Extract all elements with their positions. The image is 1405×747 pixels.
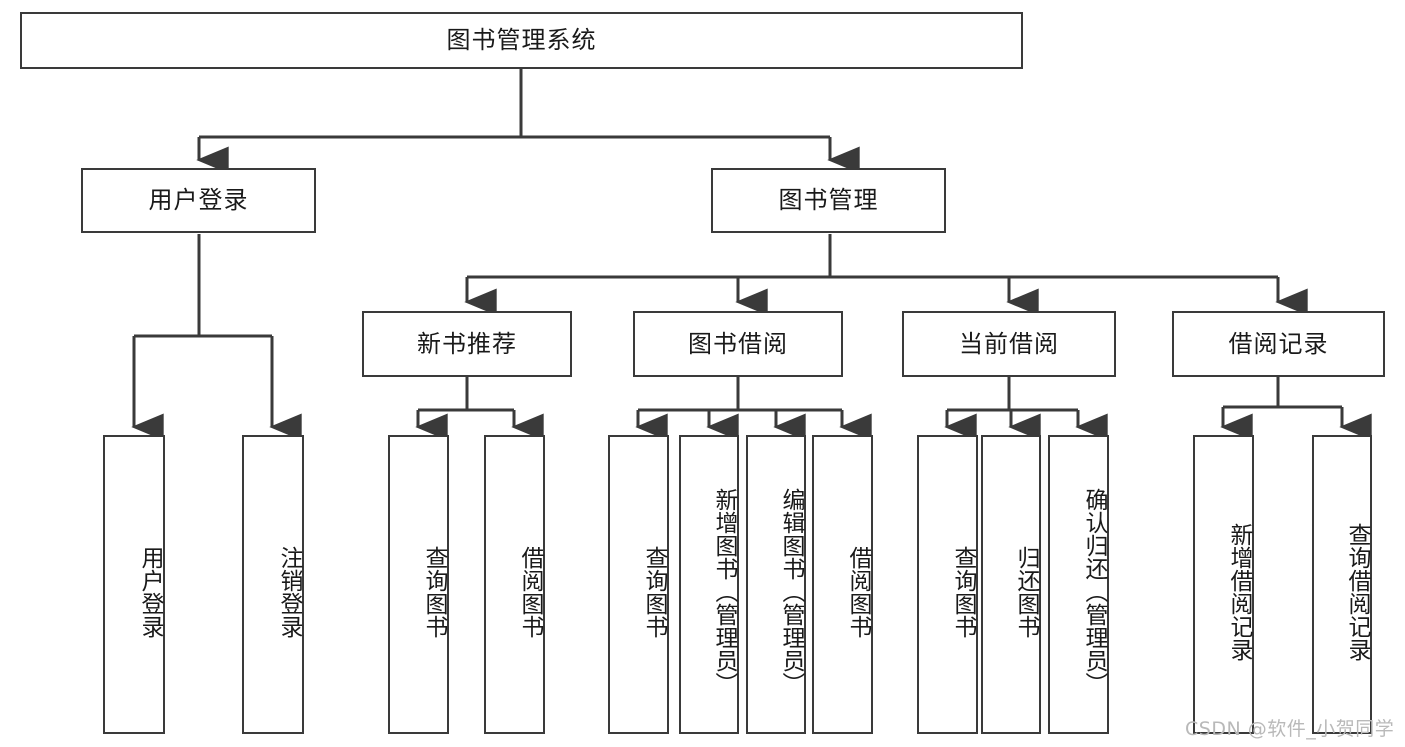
leaf-user-login[interactable]: 用户登录: [103, 435, 165, 734]
leaf-add-book-admin[interactable]: 新增图书（管理员）: [679, 435, 739, 734]
node-book-management[interactable]: 图书管理: [711, 168, 946, 233]
leaf-add-borrowing-record[interactable]: 新增借阅记录: [1193, 435, 1254, 734]
node-book-borrowing[interactable]: 图书借阅: [633, 311, 843, 377]
leaf-logout-login[interactable]: 注销登录: [242, 435, 304, 734]
leaf-return-book[interactable]: 归还图书: [981, 435, 1041, 734]
node-current-borrowing[interactable]: 当前借阅: [902, 311, 1116, 377]
csdn-watermark: CSDN @软件_小贺同学: [1185, 718, 1395, 740]
leaf-query-borrowing-record[interactable]: 查询借阅记录: [1312, 435, 1372, 734]
leaf-query-book-current[interactable]: 查询图书: [917, 435, 978, 734]
leaf-confirm-return-admin[interactable]: 确认归还（管理员）: [1048, 435, 1109, 734]
node-borrowing-record[interactable]: 借阅记录: [1172, 311, 1385, 377]
leaf-query-book-newbook[interactable]: 查询图书: [388, 435, 449, 734]
node-root-book-management-system[interactable]: 图书管理系统: [20, 12, 1023, 69]
leaf-query-book-borrowing[interactable]: 查询图书: [608, 435, 669, 734]
leaf-borrow-book-borrowing[interactable]: 借阅图书: [812, 435, 873, 734]
node-user-login[interactable]: 用户登录: [81, 168, 316, 233]
leaf-edit-book-admin[interactable]: 编辑图书（管理员）: [746, 435, 806, 734]
leaf-borrow-book-newbook[interactable]: 借阅图书: [484, 435, 545, 734]
node-new-book-recommendation[interactable]: 新书推荐: [362, 311, 572, 377]
